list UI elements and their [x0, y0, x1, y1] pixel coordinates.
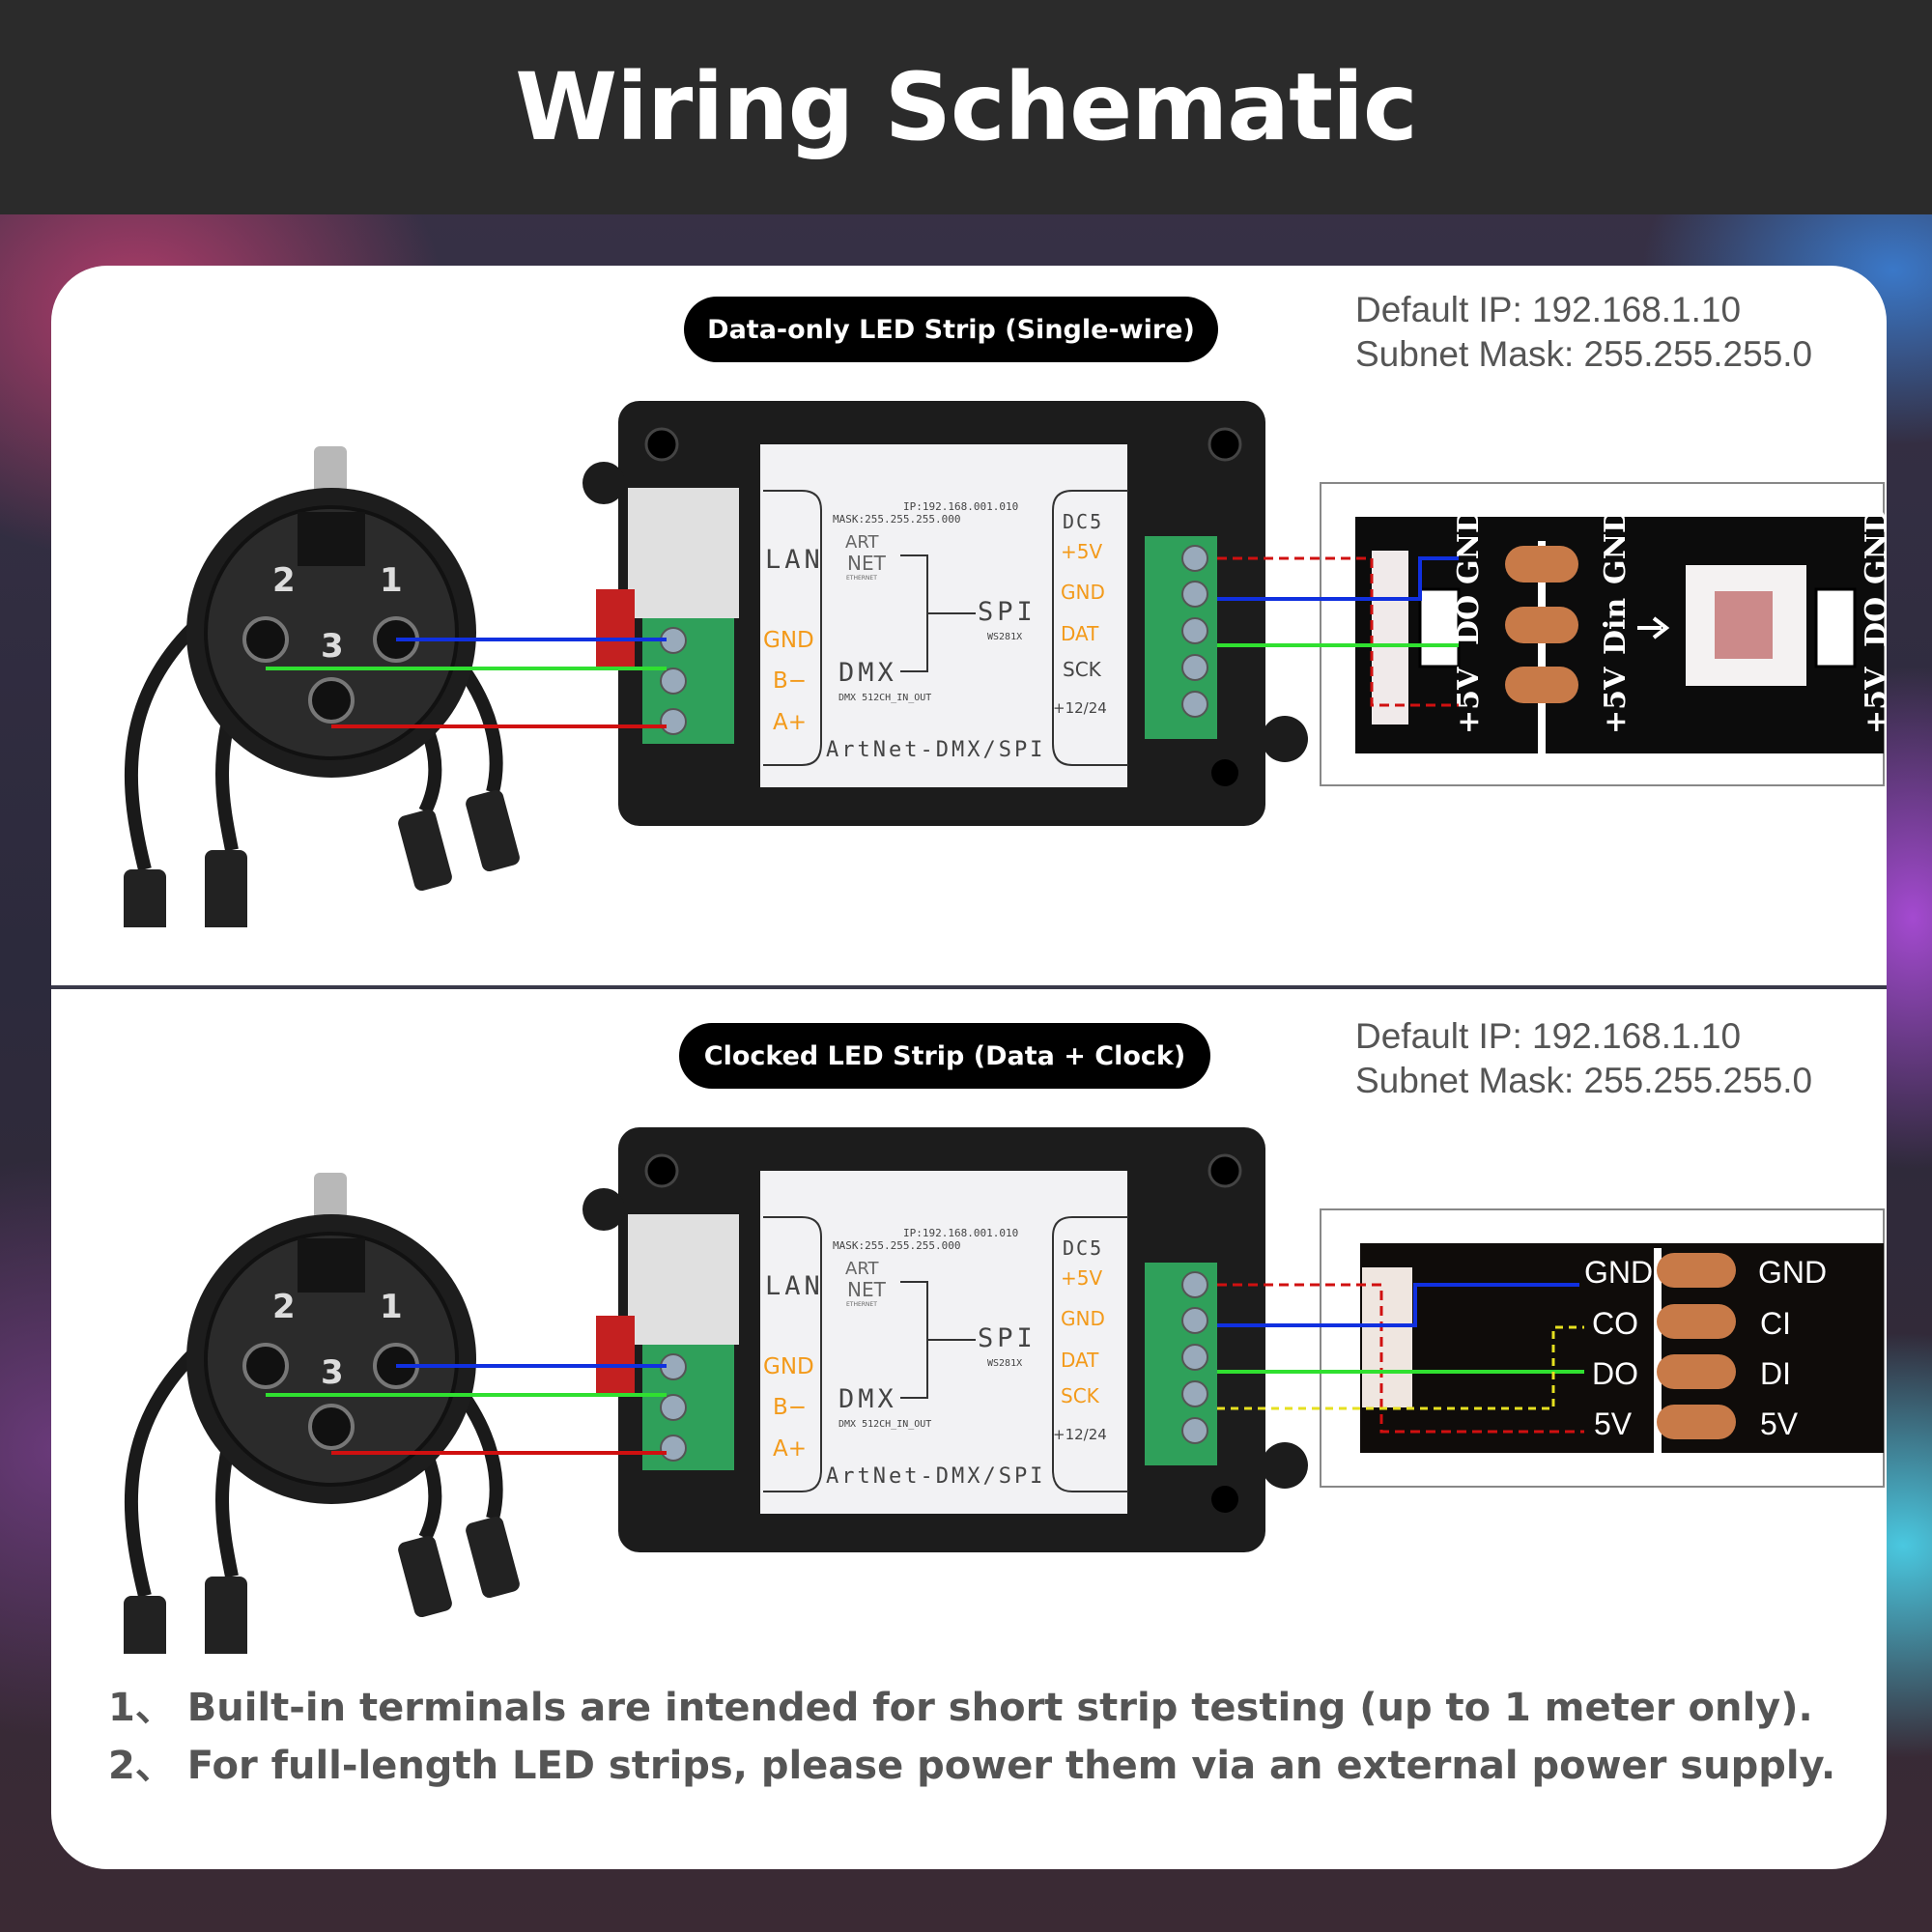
wire-strip-clock	[1217, 1325, 1584, 1410]
led-strip-apa102: GND CO DO 5V GND CI DI 5V	[1320, 1208, 1885, 1488]
xlr-pin1-label: 1	[380, 1288, 403, 1326]
lan-label: LAN	[765, 545, 824, 575]
terminal-b-label: B−	[773, 668, 807, 694]
strip-pad-5v-right: 5V	[1760, 1406, 1799, 1441]
wiring-diagram-single-wire: 2 1 3 IP:192.168.001.010 MASK:255.255.25…	[124, 401, 1893, 927]
artnet-controller: IP:192.168.001.010 MASK:255.255.255.000 …	[582, 401, 1308, 826]
network-info-1: Default IP: 192.168.1.10 Subnet Mask: 25…	[1355, 288, 1812, 377]
terminal-a-label: A+	[773, 1436, 807, 1462]
strip-pad-gnd-far: GND	[1860, 508, 1893, 584]
terminal-5v-label: +5V	[1061, 540, 1102, 563]
strip-pad-gnd-right: GND	[1599, 508, 1633, 584]
section-divider	[51, 985, 1887, 989]
terminal-sck-label: SCK	[1063, 658, 1102, 681]
subnet-mask-text: Subnet Mask: 255.255.255.0	[1355, 334, 1813, 374]
xlr-pin2-label: 2	[272, 561, 296, 600]
artnet-controller: IP:192.168.001.010 MASK:255.255.255.000 …	[582, 1127, 1308, 1552]
terminal-a-label: A+	[773, 710, 807, 735]
artnet-logo-bottom: ETHERNET	[846, 575, 877, 582]
spi-label: SPI	[978, 1323, 1037, 1353]
strip-pad-gnd-left: GND	[1584, 1255, 1653, 1290]
terminal-gnd-label: GND	[763, 628, 814, 653]
title-bar: Wiring Schematic	[0, 0, 1932, 214]
spi-label: SPI	[978, 597, 1037, 627]
terminal-gnd-label: GND	[763, 1354, 814, 1379]
strip-pad-5v-right: +5V	[1599, 667, 1633, 734]
wiring-diagram-clocked: 2 1 3 IP:192.168.001.010 MASK:255.255.25…	[124, 1127, 1885, 1654]
wires	[266, 556, 1459, 728]
dmx-label: DMX	[838, 658, 897, 688]
ws281x-label: WS281X	[987, 1358, 1022, 1369]
terminal-5v-label: +5V	[1061, 1266, 1102, 1290]
dmx-label: DMX	[838, 1384, 897, 1414]
xlr-connector: 2 1 3	[124, 1173, 520, 1654]
dmx-subtitle: DMX 512CH_IN_OUT	[838, 1419, 931, 1430]
strip-pad-gnd-left: GND	[1452, 508, 1486, 584]
dmx-subtitle: DMX 512CH_IN_OUT	[838, 693, 931, 703]
xlr-pin2-label: 2	[272, 1288, 296, 1326]
xlr-pin3-label: 3	[321, 1353, 344, 1392]
strip-pad-do-far: DO	[1860, 597, 1893, 647]
strip-pad-ci-right: CI	[1760, 1306, 1791, 1341]
wire-strip-5v	[1217, 1283, 1584, 1434]
default-ip-text: Default IP: 192.168.1.10	[1355, 290, 1742, 329]
terminal-12-24-label: +12/24	[1053, 699, 1107, 717]
strip-pad-5v-left: +5V	[1452, 667, 1486, 734]
artnet-logo-mid: NET	[847, 552, 887, 575]
xlr-connector: 2 1 3	[124, 446, 520, 927]
strip-pad-co-left: CO	[1592, 1306, 1638, 1341]
strip-pad-do-left: DO	[1452, 595, 1486, 645]
controller-ip-line: IP:192.168.001.010	[903, 500, 1018, 513]
notes: 1、 Built-in terminals are intended for s…	[108, 1679, 1886, 1795]
strip-pad-din-right: Din	[1599, 598, 1633, 655]
subnet-mask-text: Subnet Mask: 255.255.255.0	[1355, 1061, 1813, 1100]
model-label: ArtNet-DMX/SPI	[826, 1464, 1045, 1489]
wires	[266, 1283, 1584, 1455]
terminal-gnd-right-label: GND	[1061, 581, 1105, 604]
xlr-pin3-label: 3	[321, 627, 344, 666]
network-info-2: Default IP: 192.168.1.10 Subnet Mask: 25…	[1355, 1014, 1812, 1103]
strip-pad-5v-far: +5V	[1860, 667, 1893, 734]
page-title: Wiring Schematic	[515, 53, 1418, 161]
data-direction-arrow-icon	[1637, 616, 1670, 639]
dc5-label: DC5	[1063, 1236, 1103, 1260]
lan-label: LAN	[765, 1271, 824, 1301]
led-strip-ws2812: GND DO +5V GND Din +5V GND DO +5V	[1320, 482, 1893, 786]
artnet-logo-top: ART	[845, 1259, 880, 1279]
default-ip-text: Default IP: 192.168.1.10	[1355, 1016, 1742, 1056]
wire-strip-gnd	[1217, 1283, 1579, 1327]
strip-pad-gnd-right: GND	[1758, 1255, 1827, 1290]
terminal-gnd-right-label: GND	[1061, 1307, 1105, 1330]
dc5-label: DC5	[1063, 510, 1103, 533]
model-label: ArtNet-DMX/SPI	[826, 738, 1045, 762]
note-item: 1、 Built-in terminals are intended for s…	[108, 1686, 1813, 1730]
section-label-clocked: Clocked LED Strip (Data + Clock)	[679, 1023, 1210, 1089]
terminal-dat-label: DAT	[1061, 1349, 1099, 1372]
strip-pad-do-left: DO	[1592, 1356, 1638, 1391]
artnet-logo-bottom: ETHERNET	[846, 1301, 877, 1308]
terminal-b-label: B−	[773, 1395, 807, 1420]
terminal-sck-label: SCK	[1061, 1384, 1100, 1407]
artnet-logo-mid: NET	[847, 1278, 887, 1301]
section-label-single-wire: Data-only LED Strip (Single-wire)	[684, 297, 1218, 362]
strip-pad-5v-left: 5V	[1594, 1406, 1633, 1441]
terminal-dat-label: DAT	[1061, 622, 1099, 645]
wire-strip-5v	[1217, 556, 1459, 707]
note-item: 2、 For full-length LED strips, please po…	[108, 1744, 1836, 1788]
artnet-logo-top: ART	[845, 532, 880, 553]
xlr-pin1-label: 1	[380, 561, 403, 600]
wire-strip-gnd	[1217, 556, 1459, 601]
controller-mask-line: MASK:255.255.255.000	[833, 1239, 960, 1252]
terminal-12-24-label: +12/24	[1053, 1426, 1107, 1443]
strip-pad-di-right: DI	[1760, 1356, 1791, 1391]
controller-ip-line: IP:192.168.001.010	[903, 1227, 1018, 1239]
ws281x-label: WS281X	[987, 632, 1022, 642]
controller-mask-line: MASK:255.255.255.000	[833, 513, 960, 526]
